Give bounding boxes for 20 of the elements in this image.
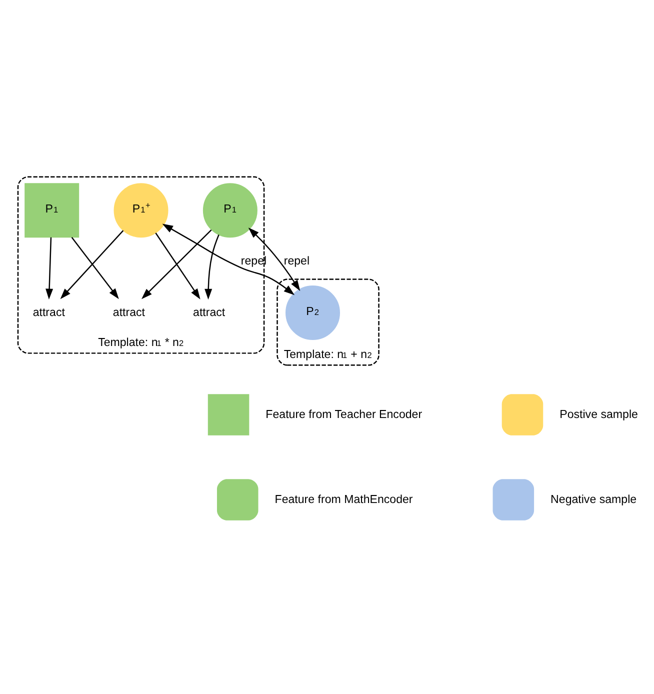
arrow [141,229,212,300]
legend-label: Feature from MathEncoder [274,494,413,506]
arrow [155,232,200,300]
legend-label: Postive sample [560,408,638,421]
node-circle: P1 [202,183,258,238]
arrow [46,237,54,300]
node-text: attract [112,306,146,319]
legend-label: Feature from Teacher Encoder [266,408,422,421]
edge-label: repel [240,256,267,268]
arrow [60,230,124,300]
legend-label: Negative sample [550,494,637,506]
arrow [71,237,119,300]
node-circle: P2 [286,285,340,340]
arrow [248,228,300,291]
arrow [162,224,295,296]
node-text: attract [193,306,226,319]
node-box: P1 [24,183,80,238]
node-text: attract [32,306,65,319]
edge-label: repel [284,256,310,268]
arrow [204,234,220,300]
